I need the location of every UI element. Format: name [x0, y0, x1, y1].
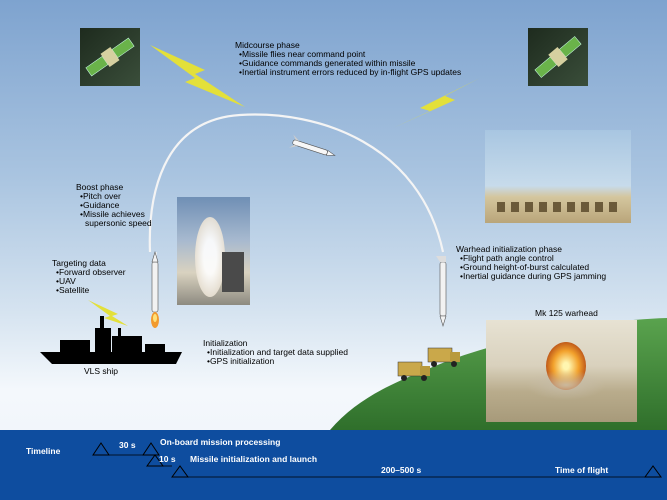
timeline-label: Timeline [26, 446, 61, 456]
lightning-bolt-ship [88, 300, 128, 326]
initialization-title: Initialization [203, 338, 248, 348]
timeline-200-500s: 200–500 s [381, 465, 422, 475]
boost-phase-text: Boost phase Pitch over Guidance Missile … [76, 183, 152, 228]
launch-photo [177, 197, 250, 305]
timeline-markers [92, 442, 662, 478]
warhead-init-text: Warhead initialization phase Flight path… [456, 245, 606, 281]
boost-title: Boost phase [76, 182, 124, 192]
initialization-text: Initialization Initialization and target… [203, 339, 348, 366]
midcourse-phase-text: Midcourse phase Missile flies near comma… [235, 41, 461, 77]
warhead-init-title: Warhead initialization phase [456, 244, 562, 254]
timeline-30s: 30 s [119, 440, 136, 450]
satellite-right [528, 28, 588, 86]
missile-midcourse [288, 134, 336, 156]
launch-label: Missile initialization and launch [190, 454, 318, 464]
missile-terminal [436, 256, 447, 328]
lightning-bolt-right [393, 78, 480, 128]
vls-ship [40, 316, 182, 364]
target-range-photo [485, 130, 631, 223]
onboard-processing-label: On-board mission processing [160, 437, 281, 447]
timeline-band [0, 430, 667, 500]
satellite-left [80, 28, 140, 86]
targeting-title: Targeting data [52, 258, 106, 268]
trucks [397, 347, 460, 381]
midcourse-title: Midcourse phase [235, 40, 300, 50]
ship-label: VLS ship [84, 366, 119, 376]
missile-boost [151, 250, 159, 328]
timeline-10s: 10 s [159, 454, 176, 464]
warhead-explosion-photo [486, 320, 637, 422]
lightning-bolt-left [150, 45, 245, 107]
warhead-label: Mk 125 warhead [535, 308, 598, 318]
targeting-data-text: Targeting data Forward observer UAV Sate… [52, 259, 126, 295]
flight-path [148, 113, 445, 253]
time-of-flight-label: Time of flight [555, 465, 609, 475]
